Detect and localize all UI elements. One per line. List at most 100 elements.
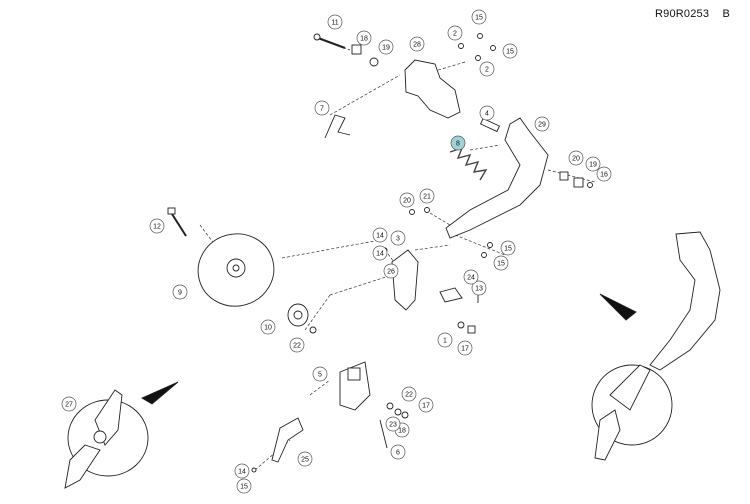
bushing-18-right bbox=[573, 177, 584, 188]
callout-bubble-15 bbox=[502, 43, 518, 59]
callout-bubble-5 bbox=[312, 366, 328, 382]
bolt-12 bbox=[167, 207, 187, 237]
callout-number-28: 28 bbox=[413, 42, 421, 49]
callout-number-6: 6 bbox=[396, 450, 400, 457]
callout-number-8: 8 bbox=[456, 141, 460, 148]
washer-14-low bbox=[251, 467, 257, 473]
callout-bubble-25 bbox=[297, 451, 313, 467]
callout-bubble-9 bbox=[172, 284, 188, 300]
callout-number-27: 27 bbox=[65, 402, 73, 409]
drawing-code: R90R0253 bbox=[654, 8, 710, 20]
callout-number-3: 3 bbox=[396, 236, 400, 243]
callout-number-22: 22 bbox=[293, 343, 301, 350]
callout-number-14: 14 bbox=[376, 251, 384, 258]
callout-number-20: 20 bbox=[403, 198, 411, 205]
callout-number-15: 15 bbox=[504, 246, 512, 253]
callout-bubble-10 bbox=[260, 319, 276, 335]
nut-2-top bbox=[458, 43, 464, 49]
callout-number-19: 19 bbox=[589, 162, 597, 169]
callout-bubble-15 bbox=[500, 240, 516, 256]
callout-bubble-29 bbox=[534, 116, 550, 132]
nut-15-right bbox=[587, 182, 593, 188]
rod-6 bbox=[379, 419, 388, 449]
callout-labels: 1223456789101112131414141515151515161717… bbox=[61, 9, 612, 494]
callout-number-9: 9 bbox=[178, 290, 182, 297]
callout-number-15: 15 bbox=[475, 15, 483, 22]
direction-arrow-right bbox=[599, 293, 637, 321]
arm-28 bbox=[445, 117, 549, 239]
callout-number-20: 20 bbox=[572, 156, 580, 163]
shaft-4 bbox=[479, 117, 501, 133]
callout-bubble-2 bbox=[479, 61, 495, 77]
nut-2-second bbox=[475, 55, 481, 61]
handle-24 bbox=[271, 417, 304, 463]
callout-bubble-8 bbox=[450, 135, 466, 151]
callout-bubble-14 bbox=[372, 227, 388, 243]
callout-bubble-22 bbox=[401, 386, 417, 402]
callout-bubble-27 bbox=[61, 396, 77, 412]
nut-15-mid-a bbox=[487, 242, 493, 248]
callout-bubble-14 bbox=[372, 245, 388, 261]
callout-number-17: 17 bbox=[422, 403, 430, 410]
callout-bubble-21 bbox=[419, 188, 435, 204]
bolt-20-a bbox=[409, 209, 415, 215]
callout-bubble-19 bbox=[378, 39, 394, 55]
callout-number-4: 4 bbox=[485, 111, 489, 118]
callout-number-5: 5 bbox=[318, 372, 322, 379]
callout-bubble-22 bbox=[289, 337, 305, 353]
callout-bubble-13 bbox=[471, 280, 487, 296]
callout-number-10: 10 bbox=[264, 325, 272, 332]
nut-15-second bbox=[490, 45, 496, 51]
callout-bubble-15 bbox=[471, 9, 487, 25]
callout-number-15: 15 bbox=[497, 261, 505, 268]
callout-number-22: 22 bbox=[405, 392, 413, 399]
callout-bubble-26 bbox=[383, 263, 399, 279]
clip-23 bbox=[439, 287, 463, 303]
callout-bubble-6 bbox=[390, 444, 406, 460]
callout-bubble-2 bbox=[447, 25, 463, 41]
washer-19 bbox=[369, 57, 379, 67]
callout-bubble-11 bbox=[327, 14, 343, 30]
callout-bubble-15 bbox=[236, 478, 252, 494]
callout-bubble-12 bbox=[149, 218, 165, 234]
drawing-revision: B bbox=[722, 8, 730, 20]
bolt-20-b bbox=[424, 207, 430, 213]
disc-9 bbox=[197, 233, 275, 307]
plate-25 bbox=[391, 249, 419, 311]
nut-22-a bbox=[386, 402, 394, 410]
callout-bubble-16 bbox=[596, 166, 612, 182]
callout-bubble-1 bbox=[437, 332, 453, 348]
callout-number-15: 15 bbox=[240, 484, 248, 491]
callout-number-23: 23 bbox=[389, 422, 397, 429]
callout-bubble-24 bbox=[463, 269, 479, 285]
hub-10 bbox=[287, 303, 309, 327]
callout-bubble-18 bbox=[356, 30, 372, 46]
callout-number-2: 2 bbox=[485, 67, 489, 74]
callout-number-16: 16 bbox=[600, 172, 608, 179]
callout-number-18: 18 bbox=[360, 36, 368, 43]
spring-8 bbox=[449, 146, 488, 181]
callout-bubble-17 bbox=[418, 397, 434, 413]
callout-bubble-7 bbox=[314, 100, 330, 116]
callout-number-21: 21 bbox=[423, 194, 431, 201]
callout-bubble-17 bbox=[457, 340, 473, 356]
washer-19-right bbox=[559, 171, 569, 181]
callout-number-25: 25 bbox=[301, 457, 309, 464]
scraper-5 bbox=[339, 361, 371, 411]
drawing-reference: R90R0253 B bbox=[655, 8, 730, 20]
direction-arrow-left bbox=[141, 381, 179, 405]
callout-number-12: 12 bbox=[153, 224, 161, 231]
callout-number-1: 1 bbox=[443, 338, 447, 345]
nut-1 bbox=[457, 321, 465, 329]
callout-bubble-19 bbox=[585, 156, 601, 172]
callout-bubble-4 bbox=[479, 105, 495, 121]
nut-15-mid-b bbox=[481, 252, 487, 258]
callout-number-7: 7 bbox=[320, 106, 324, 113]
callout-number-26: 26 bbox=[387, 269, 395, 276]
pin-7 bbox=[324, 114, 351, 139]
callout-number-24: 24 bbox=[467, 275, 475, 282]
nut-21 bbox=[309, 326, 317, 334]
parts-drawing bbox=[64, 33, 721, 489]
nut-17-a bbox=[394, 408, 402, 416]
